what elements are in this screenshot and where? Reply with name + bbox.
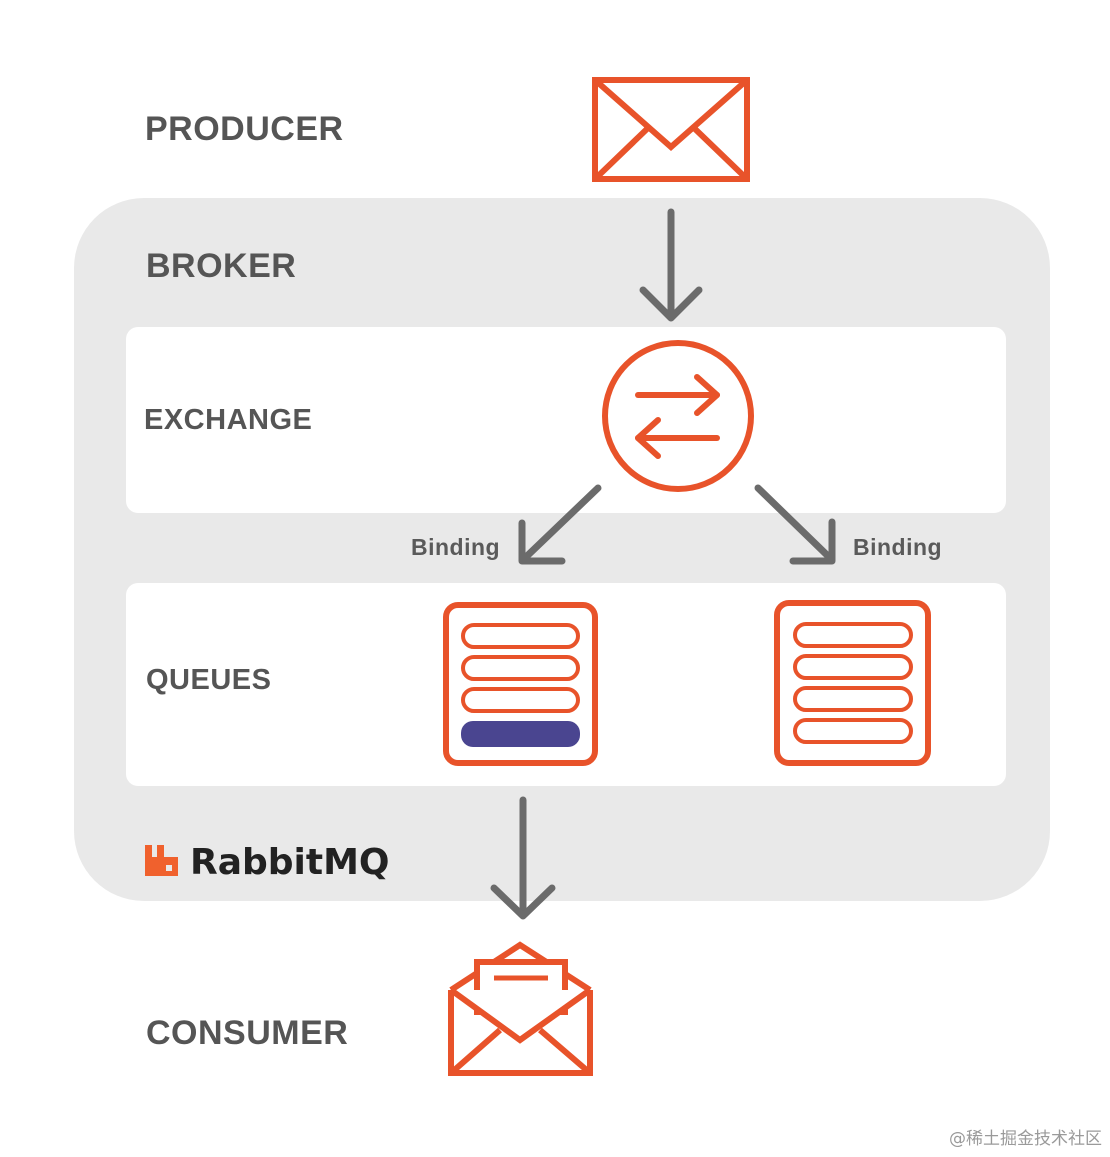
- exchange-label: EXCHANGE: [144, 404, 313, 436]
- arrow-down-icon: [639, 208, 703, 322]
- binding-arrow-left-icon: [518, 484, 602, 565]
- envelope-icon: [592, 77, 750, 182]
- binding-arrow-right-icon: [754, 484, 836, 565]
- open-envelope-icon: [448, 941, 593, 1076]
- arrow-down-icon: [490, 796, 556, 920]
- consumer-label: CONSUMER: [146, 1014, 349, 1052]
- binding-left-label: Binding: [411, 534, 501, 560]
- producer-label: PRODUCER: [145, 110, 344, 148]
- binding-right-label: Binding: [853, 534, 943, 560]
- rabbitmq-brand-name: RabbitMQ: [190, 842, 390, 883]
- exchange-lane: [126, 327, 1006, 513]
- broker-label: BROKER: [146, 247, 297, 285]
- watermark-text: @稀土掘金技术社区: [949, 1129, 1102, 1149]
- queues-lane: [126, 583, 1006, 786]
- rabbitmq-logo-icon: [145, 845, 178, 876]
- queue-icon: [774, 600, 931, 766]
- queues-label: QUEUES: [146, 664, 272, 696]
- exchange-swap-icon: [602, 340, 754, 492]
- queue-icon: [443, 602, 598, 766]
